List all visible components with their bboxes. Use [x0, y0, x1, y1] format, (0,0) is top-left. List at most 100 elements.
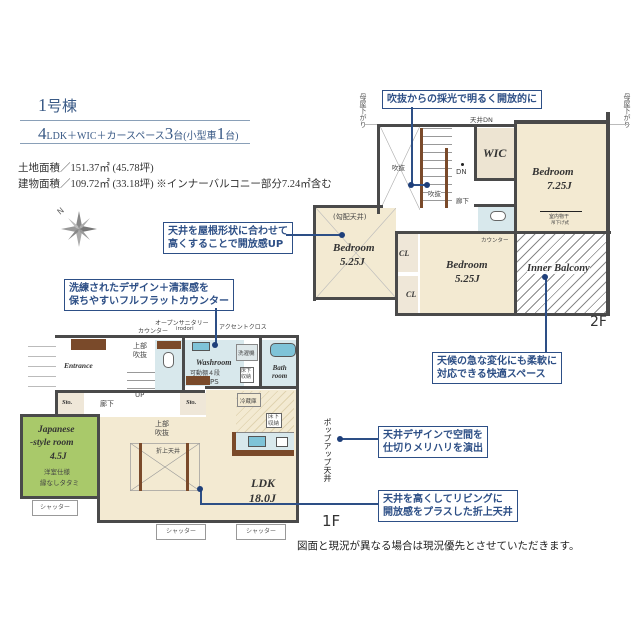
callout-leader — [286, 234, 342, 236]
up-label: UP — [135, 391, 145, 399]
callout-leader — [340, 438, 378, 440]
callout-leader — [200, 489, 202, 504]
wall — [55, 335, 299, 338]
japanese-room-note-2: 縁なしタタミ — [40, 479, 79, 487]
toilet-icon — [163, 352, 174, 368]
counter-edge — [232, 450, 294, 456]
sloped-ceiling-note: (勾配天井) — [333, 213, 367, 221]
wall — [474, 124, 477, 180]
folded-ceiling-frame — [130, 443, 200, 491]
wall — [182, 336, 185, 392]
shutter-3: シャッター — [236, 524, 286, 540]
laundry-machine — [236, 344, 258, 361]
closet-1 — [398, 234, 418, 272]
underfloor-storage — [240, 367, 254, 383]
indoor-drying-sub: 吊下げ式 — [551, 221, 569, 226]
closet-2 — [398, 276, 418, 314]
ps-label: PS — [210, 378, 219, 386]
underfloor-label: 床下 収納 — [241, 368, 252, 380]
callout-dot — [337, 436, 343, 442]
callout-line: 洗練されたデザイン＋清潔感を — [69, 283, 209, 294]
void-label: 吹抜 — [392, 164, 405, 172]
callout-line: 天候の急な変化にも柔軟に — [437, 356, 557, 367]
callout-flat-counter: 洗練されたデザイン＋清潔感を 保ちやすいフルフラットカウンター — [64, 279, 234, 311]
wall — [20, 414, 23, 499]
storage-1 — [56, 393, 84, 415]
building-title: 1号棟 — [38, 95, 77, 116]
callout-leader — [411, 184, 427, 186]
japanese-room-note-1: 洋室仕様 — [44, 468, 70, 476]
wall — [514, 124, 517, 314]
bathroom-label: Bath room — [272, 364, 288, 380]
bedroom-main — [517, 124, 607, 232]
callout-line: 高くすることで開放感UP — [168, 239, 284, 250]
wall — [395, 231, 611, 234]
counter-label-2f: カウンター — [481, 238, 509, 244]
callout-ceiling-design: 天井デザインで空間を 仕切りメリハリを演出 — [378, 426, 488, 458]
small-car-count: 1 — [216, 124, 226, 143]
counter-edge — [232, 432, 236, 454]
small-car-unit: 台) — [225, 131, 239, 142]
wall — [97, 415, 100, 523]
storage-2-label: Sto. — [186, 399, 197, 406]
wall — [395, 313, 610, 316]
callout-line: 開放感をプラスした折上天井 — [383, 507, 513, 518]
wall — [20, 414, 100, 417]
callout-line: 保ちやすいフルフラットカウンター — [69, 296, 229, 307]
parking-unit: 台(小型車 — [173, 131, 217, 142]
wall — [20, 496, 100, 499]
building-area: 建物面積／109.72㎡ (33.18坪) ※インナーバルコニー部分7.24㎡含… — [18, 179, 332, 190]
sloped-ceiling-cross — [316, 208, 396, 298]
japanese-room-name-2: -style room — [30, 438, 74, 448]
washroom-label: Washroom — [196, 358, 232, 367]
callout-dot — [542, 274, 548, 280]
divider — [20, 120, 250, 121]
layout-summary: 4LDK＋WIC＋カースペース3台(小型車1台) — [38, 124, 238, 144]
wall — [377, 124, 517, 127]
wic-room — [477, 128, 515, 178]
callout-line: 天井を高くしてリビングに — [383, 494, 503, 505]
wall — [474, 204, 516, 207]
sink-icon — [192, 342, 210, 351]
toilet-icon — [490, 211, 506, 221]
wall — [514, 120, 609, 124]
building-suffix: 号棟 — [47, 99, 78, 115]
eaves-label-left: 母屋下がり — [359, 93, 367, 128]
bedroom-center-size: 5.25J — [455, 273, 480, 285]
folded-ceiling-label: 折上天井 — [156, 446, 181, 455]
dn-dot — [461, 163, 464, 166]
wall — [474, 178, 516, 181]
storage-2 — [180, 393, 206, 415]
callout-balcony: 天候の急な変化にも柔軟に 対応できる快適スペース — [432, 352, 562, 384]
japanese-room — [22, 417, 98, 497]
callout-line: 対応できる快適スペース — [437, 369, 546, 380]
wall — [377, 124, 380, 214]
storage-1-label: Sto. — [62, 399, 73, 406]
wic-label: WIC — [483, 146, 507, 160]
upper-void-2-label: 上部 吹抜 — [155, 420, 169, 437]
stove-icon — [276, 437, 288, 447]
wall — [55, 390, 58, 417]
shutter-1: シャッター — [32, 500, 78, 516]
floor-2-tag: 2F — [590, 314, 607, 330]
laundry-label: 洗濯機 — [238, 351, 255, 357]
wall — [296, 335, 299, 523]
building-number: 1 — [38, 95, 47, 115]
dn-label: DN — [456, 168, 467, 176]
void-cross — [380, 126, 420, 210]
hall-label-1f: 廊下 — [100, 400, 114, 408]
wall — [313, 297, 398, 300]
wall — [55, 390, 205, 393]
callout-sloped-ceiling: 天井を屋根形状に合わせて 高くすることで開放感UP — [163, 222, 293, 254]
upper-void-label: 上部 吹抜 — [133, 342, 147, 359]
callout-dot — [339, 232, 345, 238]
japanese-room-name-1: Japanese — [38, 425, 75, 435]
entrance-label: Entrance — [64, 361, 93, 370]
eaves-line — [610, 124, 630, 125]
counter-label-1f: カウンター — [138, 328, 169, 335]
callout-folded-ceiling: 天井を高くしてリビングに 開放感をプラスした折上天井 — [378, 490, 518, 522]
kitchen-underfloor — [266, 413, 282, 428]
ldk-size: 18.0J — [249, 491, 276, 505]
fridge-label: 冷蔵庫 — [240, 399, 257, 405]
wall — [97, 520, 299, 523]
